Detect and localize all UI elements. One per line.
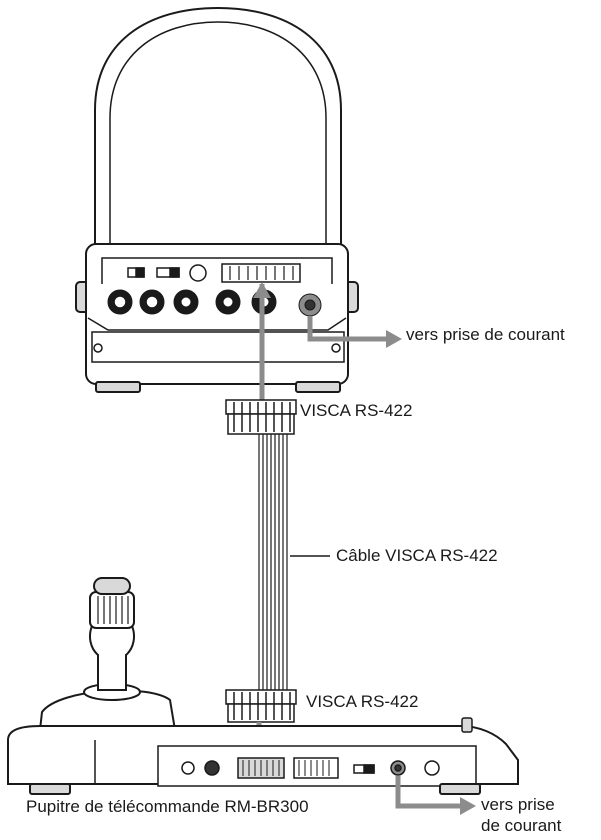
round-jack-icon — [424, 760, 440, 776]
arrow-head-up-icon — [253, 282, 271, 298]
ground-screw-icon — [181, 761, 195, 775]
panel-foot-left — [29, 783, 71, 795]
dc-in-icon — [204, 760, 220, 776]
remote-panel — [7, 577, 519, 795]
panel-post — [461, 717, 473, 733]
rs232-terminal-icon — [293, 757, 339, 779]
remote-panel-label: Pupitre de télécommande RM-BR300 — [26, 797, 309, 816]
camera-foot-right — [295, 381, 341, 393]
dip-switch-knob-icon — [135, 267, 145, 278]
camera-power-label: vers prise de courant — [406, 325, 565, 344]
arrow-head-icon — [386, 330, 402, 348]
camera — [75, 6, 359, 393]
power-arrow-camera — [307, 316, 388, 342]
visca-connector-bottom — [225, 689, 297, 723]
camera-switch-panel — [101, 257, 333, 284]
camera-plate — [91, 331, 345, 363]
visca-terminal-camera — [221, 263, 301, 283]
screw-left — [93, 343, 103, 353]
camera-head-inner — [109, 21, 327, 262]
arrow-head-icon — [460, 797, 476, 815]
panel-foot-right — [439, 783, 481, 795]
power-arrow-panel — [395, 776, 462, 809]
connector-top-label: VISCA RS-422 — [300, 401, 413, 420]
cable-label: Câble VISCA RS-422 — [336, 546, 498, 565]
joystick-top — [93, 577, 131, 595]
screw-right — [331, 343, 341, 353]
visca-connector-top — [225, 399, 297, 435]
camera-head — [94, 6, 342, 263]
connector-bottom-label: VISCA RS-422 — [306, 692, 419, 711]
dip-switch-knob-icon — [169, 267, 180, 278]
camera-foot-left — [95, 381, 141, 393]
visca-terminal-pins — [229, 266, 294, 280]
panel-power-label-line2: de courant — [481, 816, 562, 835]
visca-cable — [258, 434, 288, 690]
panel-terminal-pins — [242, 760, 330, 776]
camera-lower-panel — [87, 317, 347, 331]
indicator-icon — [189, 264, 207, 282]
camera-switches — [127, 263, 301, 283]
joystick-ridges — [97, 596, 129, 624]
panel-power-label-line1: vers prise — [481, 795, 555, 814]
joystick-stick — [89, 625, 135, 691]
